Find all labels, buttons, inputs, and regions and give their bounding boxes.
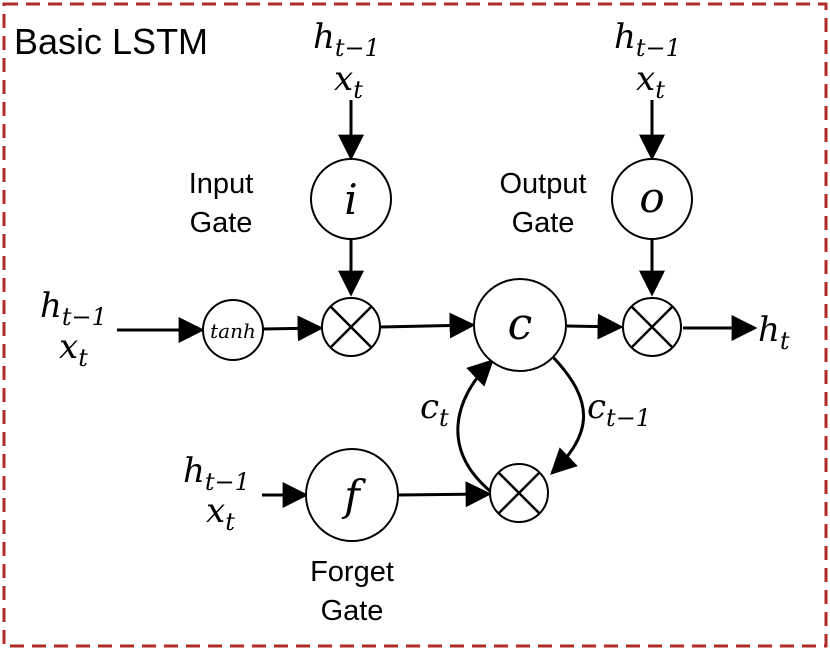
cell-input-x-sub: t: [78, 344, 88, 372]
hidden-output-sub: t: [780, 327, 790, 355]
cell-symbol: c: [508, 299, 533, 350]
multiply-icon: [498, 472, 540, 514]
output-multiply-node: [622, 297, 682, 357]
input-gate-x: xt: [334, 59, 363, 104]
input-gate-node: [310, 158, 392, 240]
cell-state-prev-base: c: [587, 387, 606, 427]
forget-input-x-sub: t: [225, 508, 235, 536]
output-gate-x: xt: [636, 59, 665, 104]
diagram-title: Basic LSTM: [14, 21, 208, 62]
multiply-icon: [631, 306, 673, 348]
tanh-symbol: tanh: [210, 319, 256, 343]
cell-input-h-prev-sub: t−1: [62, 303, 107, 331]
arrow-cell-to-forget-mult: [550, 354, 586, 475]
forget-input-h-prev-base: h: [183, 451, 205, 491]
cell-input-x: xt: [59, 327, 88, 372]
arrow-tanh-to-mult: [262, 315, 324, 342]
cell-state-current-sub: t: [439, 404, 449, 432]
input-gate-h-prev-sub: t−1: [335, 34, 380, 62]
output-gate-h-prev-sub: t−1: [636, 34, 681, 62]
arrow-mult-to-cell: [380, 312, 476, 339]
cell-state-prev-label: ct−1: [587, 387, 651, 432]
cell-input-h-prev-base: h: [40, 286, 62, 326]
output-gate-label-line1: Output: [499, 168, 586, 200]
hidden-output-label: ht: [758, 310, 790, 355]
forget-input-h-prev: ht−1: [183, 451, 250, 496]
multiply-icon: [330, 306, 372, 348]
output-gate-x-base: x: [636, 59, 655, 99]
cell-state-current-label: ct: [420, 387, 449, 432]
output-gate-symbol: o: [639, 173, 664, 222]
forget-gate-node: [305, 448, 399, 542]
output-gate-x-sub: t: [655, 76, 665, 104]
forget-gate-label-line1: Forget: [310, 556, 394, 588]
arrow-forget-mult-to-cell: [456, 359, 494, 493]
input-gate-x-base: x: [334, 59, 353, 99]
output-gate-label-line2: Gate: [512, 207, 575, 239]
cell-input-h-prev: ht−1: [40, 286, 107, 331]
cell-input-x-base: x: [59, 327, 78, 367]
cell-state-prev-sub: t−1: [606, 404, 651, 432]
input-gate-h-prev: ht−1: [313, 17, 380, 62]
input-gate-label-line2: Gate: [190, 207, 253, 239]
input-gate-label-line1: Input: [189, 168, 254, 200]
forget-input-h-prev-sub: t−1: [205, 468, 250, 496]
input-gate-x-sub: t: [353, 76, 363, 104]
forget-input-x-base: x: [206, 491, 225, 531]
input-gate-h-prev-base: h: [313, 17, 335, 57]
forget-gate-label-line2: Gate: [321, 595, 384, 627]
tanh-node: [202, 299, 264, 361]
arrow-forget-gate-to-mult: [397, 481, 492, 508]
output-gate-h-prev: ht−1: [614, 17, 681, 62]
output-gate-h-prev-base: h: [614, 17, 636, 57]
cell-node: [473, 278, 567, 372]
input-multiply-node: [321, 297, 381, 357]
output-gate-node: [611, 158, 693, 240]
arrow-cell-to-output-mult: [566, 313, 624, 340]
input-gate-symbol: i: [344, 175, 357, 224]
hidden-output-base: h: [758, 310, 780, 350]
forget-input-x: xt: [206, 491, 235, 536]
cell-state-current-base: c: [420, 387, 439, 427]
forget-multiply-node: [489, 463, 549, 523]
